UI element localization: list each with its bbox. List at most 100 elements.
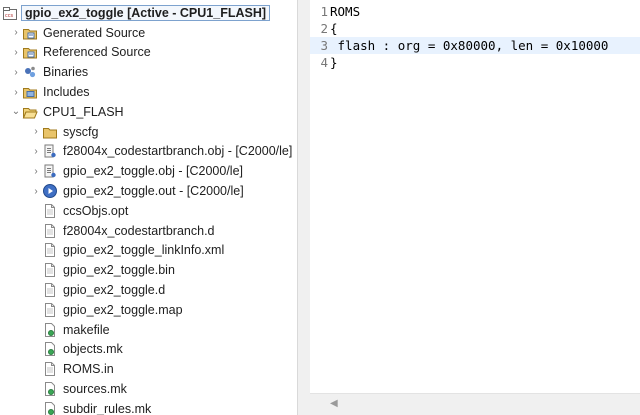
line-number: 4 xyxy=(320,55,328,70)
tree-item-label: objects.mk xyxy=(63,342,123,357)
tree-item[interactable]: ccsObjs.opt xyxy=(0,201,297,221)
tree-item[interactable]: › syscfg xyxy=(0,122,297,142)
source-folder-icon xyxy=(22,44,38,60)
tree-item[interactable]: gpio_ex2_toggle.d xyxy=(0,280,297,300)
chevron-right-icon[interactable]: › xyxy=(34,145,38,157)
includes-icon xyxy=(22,84,38,100)
tree-item-label: syscfg xyxy=(63,124,99,139)
chevron-down-icon[interactable]: ⌄ xyxy=(11,106,21,118)
tree-item-label: Referenced Source xyxy=(43,45,151,60)
chevron-right-icon[interactable]: › xyxy=(14,66,18,78)
file-icon xyxy=(42,242,58,258)
file-icon xyxy=(42,361,58,377)
chevron-right-icon[interactable]: › xyxy=(34,165,38,177)
tree-item[interactable]: › gpio_ex2_toggle.out - [C2000/le] xyxy=(0,181,297,201)
tree-item[interactable]: ⌄ CPU1_FLASH xyxy=(0,102,297,122)
tree-item-label: subdir_rules.mk xyxy=(63,401,152,415)
tree-spacer xyxy=(30,402,42,415)
file-icon xyxy=(42,203,58,219)
file-icon xyxy=(42,282,58,298)
executable-icon xyxy=(42,183,58,199)
tree-item-label: gpio_ex2_toggle [Active - CPU1_FLASH] xyxy=(21,4,271,21)
code-line[interactable]: 4} xyxy=(310,54,640,71)
code-text[interactable]: ROMS xyxy=(330,4,361,19)
tree-item[interactable]: ROMS.in xyxy=(0,359,297,379)
tree-item[interactable]: gpio_ex2_toggle.map xyxy=(0,300,297,320)
tree-item-label: sources.mk xyxy=(63,382,127,397)
tree-item-label: Includes xyxy=(43,85,90,100)
tree-item[interactable]: subdir_rules.mk xyxy=(0,399,297,415)
tree-item-label: gpio_ex2_toggle.bin xyxy=(63,263,175,278)
ccs-project-icon: ccs xyxy=(2,5,18,21)
tree-spacer xyxy=(30,283,42,297)
tree-item-label: f28004x_codestartbranch.d xyxy=(63,223,215,238)
tree-item[interactable]: › Generated Source xyxy=(0,23,297,43)
tree-item-label: gpio_ex2_toggle.map xyxy=(63,302,183,317)
tree-item[interactable]: sources.mk xyxy=(0,379,297,399)
tree-item-label: ROMS.in xyxy=(63,362,114,377)
chevron-right-icon[interactable]: › xyxy=(14,86,18,98)
line-number: 3 xyxy=(320,38,328,53)
line-number: 1 xyxy=(320,4,328,19)
makefile-icon xyxy=(42,401,58,415)
code-text[interactable]: flash : org = 0x80000, len = 0x10000 xyxy=(330,38,609,53)
tree-spacer xyxy=(30,224,42,238)
code-text[interactable]: } xyxy=(330,55,338,70)
tree-item[interactable]: › f28004x_codestartbranch.obj - [C2000/le… xyxy=(0,142,297,162)
tree-spacer xyxy=(30,323,42,337)
code-line[interactable]: 3 flash : org = 0x80000, len = 0x10000 xyxy=(310,37,640,54)
tree-item[interactable]: › gpio_ex2_toggle.obj - [C2000/le] xyxy=(0,161,297,181)
project-root-item[interactable]: ccs gpio_ex2_toggle [Active - CPU1_FLASH] xyxy=(0,3,297,23)
tree-item[interactable]: makefile xyxy=(0,320,297,340)
tree-spacer xyxy=(30,362,42,376)
tree-spacer xyxy=(30,303,42,317)
pane-splitter[interactable] xyxy=(297,0,310,415)
tree-spacer xyxy=(30,263,42,277)
tree-spacer xyxy=(30,382,42,396)
binaries-icon xyxy=(22,64,38,80)
tree-item[interactable]: › Binaries xyxy=(0,62,297,82)
tree-item-label: CPU1_FLASH xyxy=(43,104,124,119)
object-file-icon xyxy=(42,143,58,159)
file-icon xyxy=(42,223,58,239)
code-line[interactable]: 2{ xyxy=(310,20,640,37)
tree-spacer xyxy=(30,342,42,356)
tree-item[interactable]: › Includes xyxy=(0,82,297,102)
source-folder-icon xyxy=(22,25,38,41)
editor-horizontal-scrollbar[interactable]: ◀ xyxy=(310,393,640,415)
file-icon xyxy=(42,262,58,278)
chevron-right-icon[interactable]: › xyxy=(14,27,18,39)
tree-item[interactable]: gpio_ex2_toggle_linkInfo.xml xyxy=(0,241,297,261)
tree-item-label: gpio_ex2_toggle.out - [C2000/le] xyxy=(63,184,244,199)
folder-icon xyxy=(42,124,58,140)
chevron-right-icon[interactable]: › xyxy=(34,185,38,197)
tree-item[interactable]: f28004x_codestartbranch.d xyxy=(0,221,297,241)
tree-item-label: Generated Source xyxy=(43,25,146,40)
folder-open-icon xyxy=(22,104,38,120)
chevron-right-icon[interactable]: › xyxy=(14,46,18,58)
tree-item[interactable]: gpio_ex2_toggle.bin xyxy=(0,260,297,280)
line-number: 2 xyxy=(320,21,328,36)
makefile-icon xyxy=(42,341,58,357)
chevron-right-icon[interactable]: › xyxy=(34,126,38,138)
scroll-left-arrow-icon[interactable]: ◀ xyxy=(330,398,338,409)
tree-item[interactable]: › Referenced Source xyxy=(0,43,297,63)
tree-item[interactable]: objects.mk xyxy=(0,340,297,360)
tree-spacer xyxy=(30,204,42,218)
tree-item-label: gpio_ex2_toggle.obj - [C2000/le] xyxy=(63,164,243,179)
tree-spacer xyxy=(30,243,42,257)
tree-item-label: gpio_ex2_toggle.d xyxy=(63,283,166,298)
tree-item-label: makefile xyxy=(63,322,110,337)
makefile-icon xyxy=(42,322,58,338)
tree-item-label: Binaries xyxy=(43,65,89,80)
file-icon xyxy=(42,302,58,318)
code-text[interactable]: { xyxy=(330,21,338,36)
object-file-icon xyxy=(42,163,58,179)
project-explorer: ccs gpio_ex2_toggle [Active - CPU1_FLASH]… xyxy=(0,0,297,415)
tree-item-label: gpio_ex2_toggle_linkInfo.xml xyxy=(63,243,225,258)
tree-item-label: f28004x_codestartbranch.obj - [C2000/le] xyxy=(63,144,293,159)
svg-text:ccs: ccs xyxy=(5,13,13,19)
